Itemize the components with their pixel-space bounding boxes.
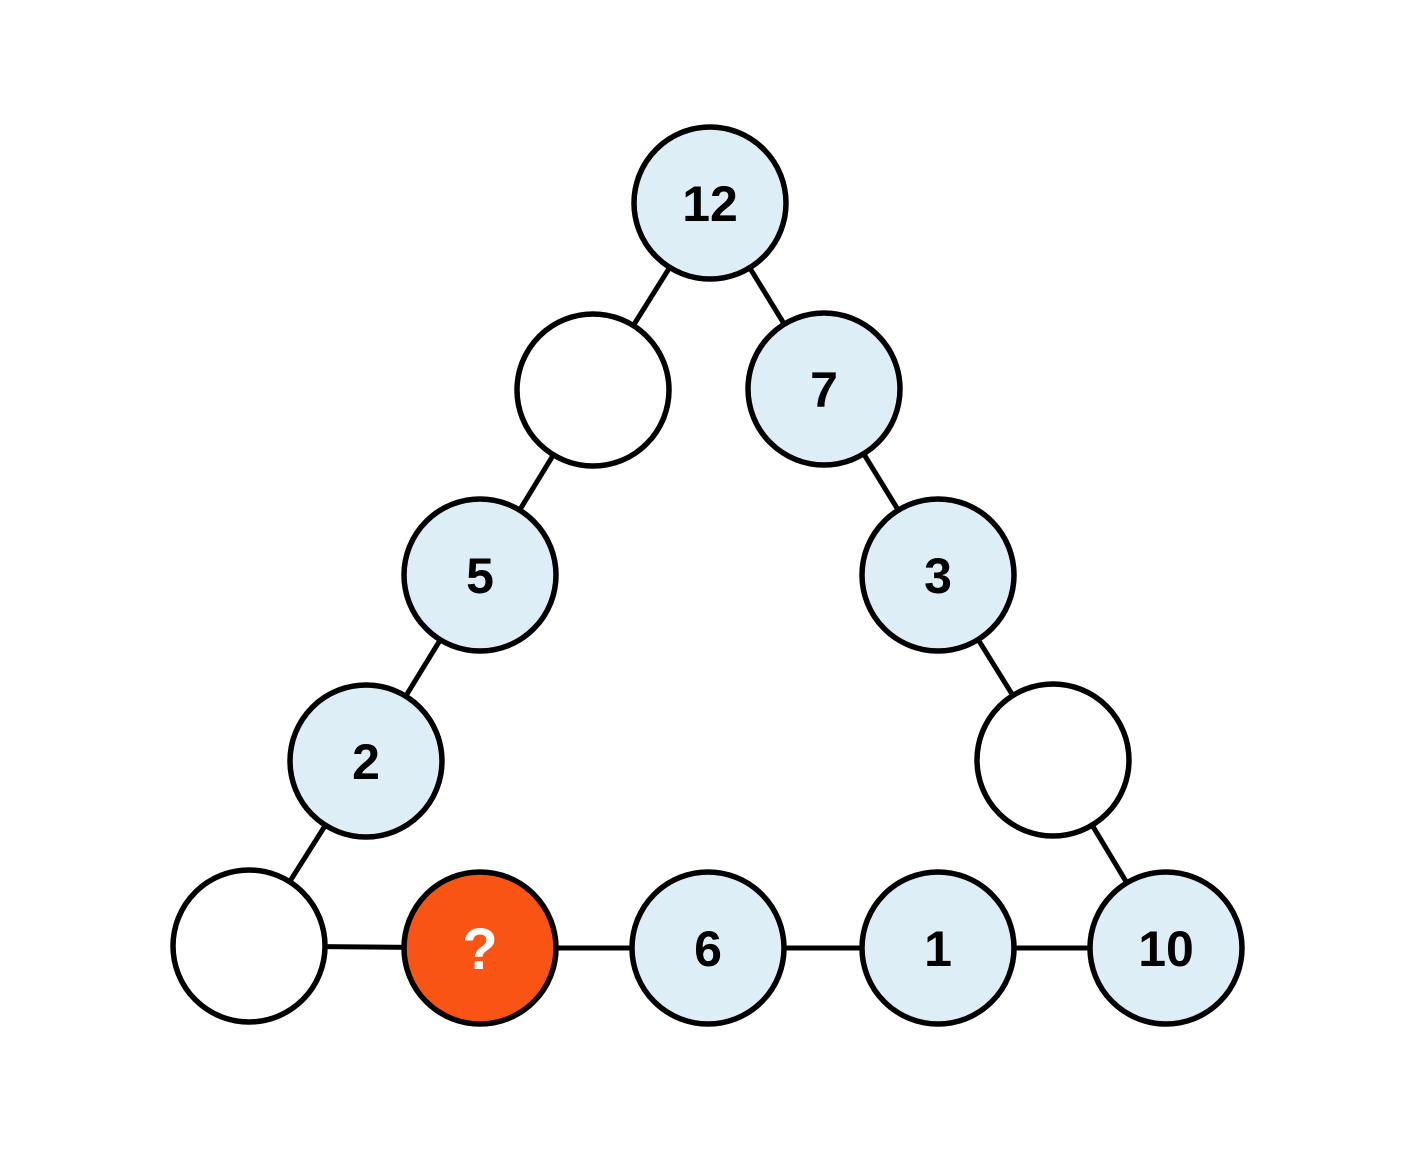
node-right-lower [974, 681, 1132, 839]
node-right-upper: 7 [745, 310, 903, 468]
node-bottom-3: 6 [629, 869, 787, 1027]
node-bottom-1 [170, 867, 328, 1025]
node-circle-bottom-3 [629, 869, 787, 1027]
node-left-mid: 5 [401, 496, 559, 654]
node-circle-left-upper (empty) [514, 311, 672, 469]
node-bottom-4: 1 [859, 869, 1017, 1027]
node-circle-left-lower [287, 682, 445, 840]
node-right-mid: 3 [859, 496, 1017, 654]
node-circle-right-mid [859, 496, 1017, 654]
node-circle-right-lower (empty) [974, 681, 1132, 839]
node-circle-bottom-2 [401, 869, 559, 1027]
node-left-lower: 2 [287, 682, 445, 840]
node-circle-bottom-1 (empty) [170, 867, 328, 1025]
node-bottom-2: ? [401, 869, 559, 1027]
node-circle-left-mid [401, 496, 559, 654]
node-circle-right-upper [745, 310, 903, 468]
node-circle-bottom-5 [1087, 869, 1245, 1027]
node-bottom-5: 10 [1087, 869, 1245, 1027]
node-circle-top [631, 124, 789, 282]
node-left-upper [514, 311, 672, 469]
node-circle-bottom-4 [859, 869, 1017, 1027]
node-top: 12 [631, 124, 789, 282]
